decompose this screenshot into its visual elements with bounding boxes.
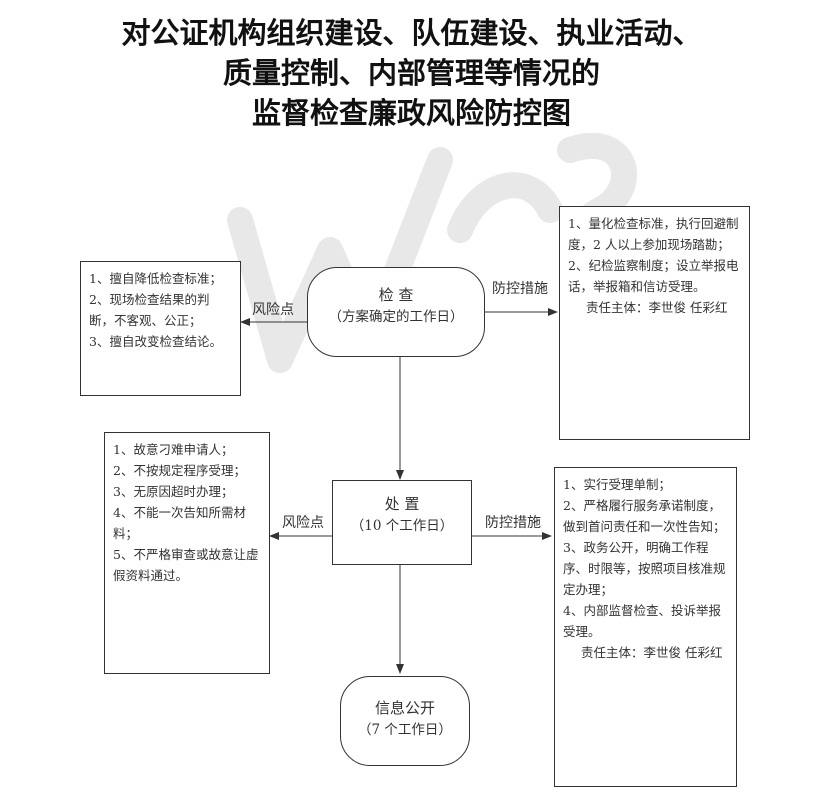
risk-item: 4、不能一次告知所需材料；	[113, 505, 246, 541]
responsible-party: 责任主体：李世俊 任彩红	[586, 300, 728, 315]
title-line-2: 质量控制、内部管理等情况的	[222, 56, 600, 90]
step-inspection-risk-box: 1、擅自降低检查标准； 2、现场检查结果的判断，不客观、公正； 3、擅自改变检查…	[80, 261, 241, 396]
step-inspection-duration: （方案确定的工作日）	[328, 309, 464, 325]
measure-item: 1、实行受理单制；	[563, 477, 671, 492]
risk-item: 3、擅自改变检查结论。	[89, 334, 222, 349]
step-handling-risk-box: 1、故意刁难申请人； 2、不按规定程序受理； 3、无原因超时办理； 4、不能一次…	[104, 432, 270, 674]
title-line-3: 监督检查廉政风险防控图	[251, 96, 571, 130]
step-disclosure-name: 信息公开	[374, 699, 435, 717]
measure-item: 2、严格履行服务承诺制度，做到首问责任和一次性告知；	[563, 498, 726, 534]
risk-item: 1、擅自降低检查标准；	[89, 271, 222, 286]
responsible-party: 责任主体：李世俊 任彩红	[581, 645, 723, 660]
risk-item: 2、现场检查结果的判断，不客观、公正；	[89, 292, 210, 328]
step-inspection-name: 检 查	[378, 286, 414, 304]
risk-item: 5、不严格审查或故意让虚假资料通过。	[113, 547, 259, 583]
risk-item: 2、不按规定程序受理；	[113, 463, 246, 478]
risk-item: 1、故意刁难申请人；	[113, 442, 234, 457]
step-inspection-measure-box: 1、量化检查标准，执行回避制度，2 人以上参加现场踏勘； 2、纪检监察制度；设立…	[559, 206, 750, 440]
step-handling-node: 处 置 （10 个工作日）	[332, 480, 472, 565]
step-handling-name: 处 置	[384, 495, 420, 513]
measure-item: 3、政务公开，明确工作程序、时限等，按照项目核准规定办理；	[563, 540, 726, 597]
measure-item: 2、纪检监察制度；设立举报电话，举报箱和信访受理。	[568, 258, 739, 294]
step-inspection-risk-label: 风险点	[252, 302, 294, 318]
measure-item: 4、内部监督检查、投诉举报受理。	[563, 603, 721, 639]
step-handling-duration: （10 个工作日）	[350, 518, 454, 534]
step-inspection-measure-label: 防控措施	[492, 281, 548, 297]
step-handling-risk-label: 风险点	[282, 515, 324, 531]
step-handling-measure-label: 防控措施	[485, 515, 541, 531]
measure-item: 1、量化检查标准，执行回避制度，2 人以上参加现场踏勘；	[568, 216, 739, 252]
step-disclosure-duration: （7 个工作日）	[358, 722, 452, 738]
step-handling-measure-box: 1、实行受理单制； 2、严格履行服务承诺制度，做到首问责任和一次性告知； 3、政…	[554, 467, 737, 787]
step-inspection-node: 检 查 （方案确定的工作日）	[307, 267, 485, 357]
title-line-1: 对公证机构组织建设、队伍建设、执业活动、	[121, 16, 702, 50]
risk-item: 3、无原因超时办理；	[113, 484, 234, 499]
step-disclosure-node: 信息公开 （7 个工作日）	[340, 676, 470, 766]
